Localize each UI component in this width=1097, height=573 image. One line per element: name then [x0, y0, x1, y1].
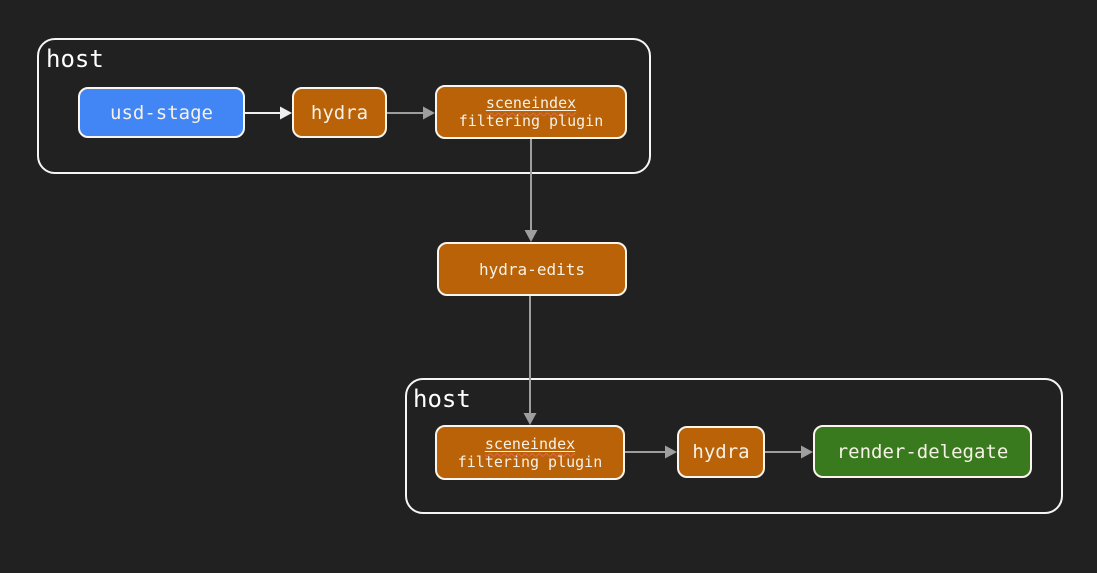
- node-sceneindex-bottom-line2: filtering plugin: [457, 452, 603, 471]
- host-label-bottom: host: [413, 385, 471, 413]
- node-sceneindex-filtering-plugin-bottom: sceneindex filtering plugin: [435, 425, 625, 480]
- node-sceneindex-bottom-line1: sceneindex: [484, 434, 576, 453]
- node-sceneindex-top-line2: filtering plugin: [458, 112, 604, 130]
- node-usd-stage-label: usd-stage: [110, 101, 213, 124]
- node-sceneindex-top-line1: sceneindex: [485, 94, 577, 112]
- misspelled-word-underline: sceneindex: [485, 435, 575, 453]
- host-label-top: host: [46, 45, 104, 73]
- node-hydra-top-label: hydra: [310, 101, 369, 124]
- node-render-delegate: render-delegate: [813, 425, 1032, 478]
- node-hydra-edits-label: hydra-edits: [479, 259, 585, 279]
- host-container-top: [37, 38, 651, 174]
- node-hydra-bottom-label: hydra: [692, 441, 750, 463]
- misspelled-word-underline: sceneindex: [486, 94, 576, 112]
- node-render-delegate-label: render-delegate: [836, 440, 1009, 463]
- node-hydra-bottom: hydra: [677, 426, 765, 478]
- host-container-bottom: [405, 378, 1063, 514]
- node-hydra-top: hydra: [292, 87, 387, 138]
- node-usd-stage: usd-stage: [78, 87, 245, 138]
- node-hydra-edits: hydra-edits: [437, 242, 627, 296]
- node-sceneindex-filtering-plugin-top: sceneindex filtering plugin: [435, 85, 627, 139]
